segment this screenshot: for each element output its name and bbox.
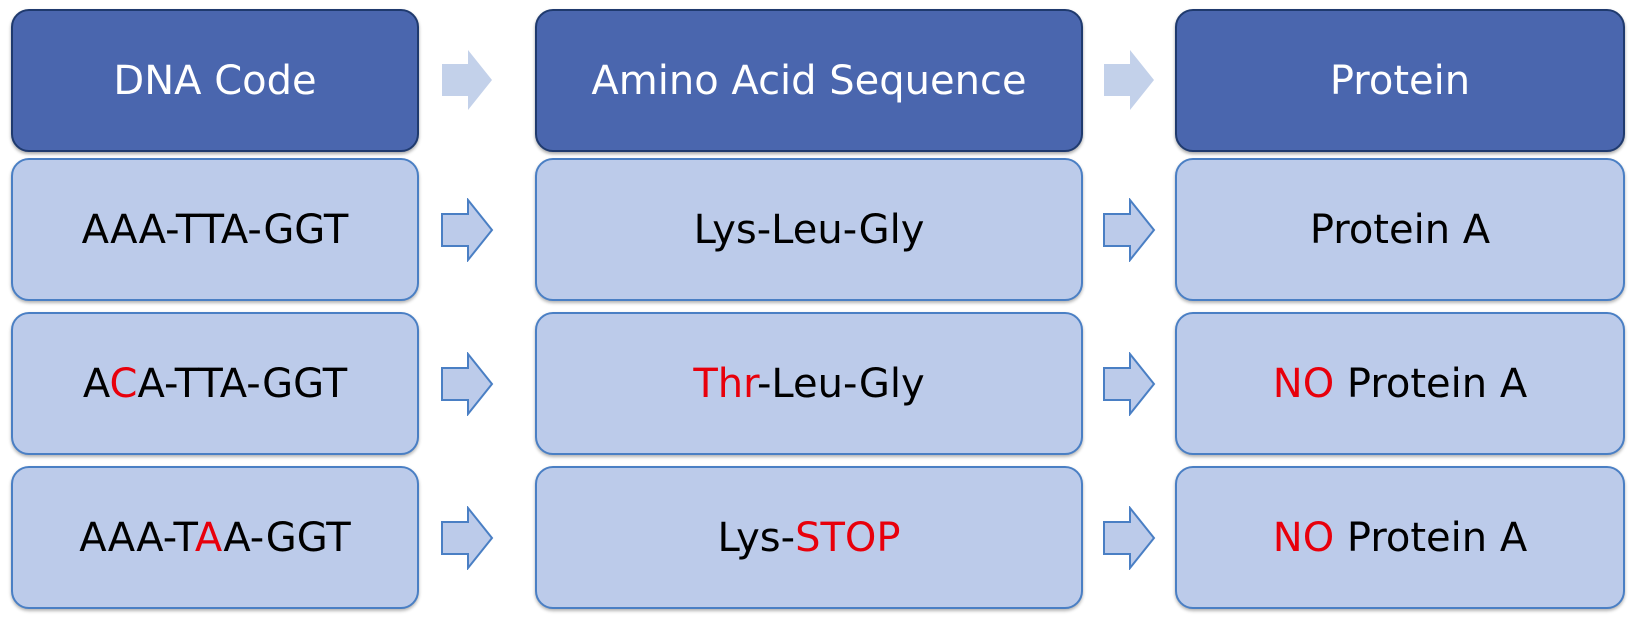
right-arrow-icon bbox=[441, 506, 494, 570]
dna-code-cell: AAA-TTA-GGT bbox=[11, 158, 419, 301]
amino-stop-highlight: STOP bbox=[795, 514, 901, 561]
dna-segment: A-GGT bbox=[223, 514, 351, 561]
dna-code-text: ACA-TTA-GGT bbox=[83, 361, 347, 407]
amino-acid-cell: Lys-Leu-Gly bbox=[535, 158, 1083, 301]
right-arrow-icon bbox=[1104, 50, 1154, 110]
amino-acid-cell: Lys-STOP bbox=[535, 466, 1083, 609]
protein-text: Protein A bbox=[1310, 207, 1490, 253]
header-dna-code-label: DNA Code bbox=[113, 57, 317, 104]
header-amino-acid-sequence-label: Amino Acid Sequence bbox=[591, 57, 1027, 104]
header-dna-code: DNA Code bbox=[11, 9, 419, 152]
right-arrow-icon bbox=[1103, 506, 1156, 570]
header-amino-acid-sequence: Amino Acid Sequence bbox=[535, 9, 1083, 152]
amino-acid-text: Lys-STOP bbox=[718, 515, 901, 561]
protein-segment: Protein A bbox=[1334, 360, 1528, 407]
protein-cell: NO Protein A bbox=[1175, 466, 1625, 609]
dna-code-text: AAA-TAA-GGT bbox=[79, 515, 350, 561]
amino-acid-text: Thr-Leu-Gly bbox=[693, 361, 924, 407]
amino-segment: -Leu-Gly bbox=[757, 360, 925, 407]
protein-segment: Protein A bbox=[1309, 206, 1491, 253]
amino-acid-cell: Thr-Leu-Gly bbox=[535, 312, 1083, 455]
right-arrow-icon bbox=[441, 352, 494, 416]
dna-segment: AAA-T bbox=[79, 514, 195, 561]
protein-text: NO Protein A bbox=[1273, 361, 1527, 407]
protein-no-highlight: NO bbox=[1272, 514, 1335, 561]
right-arrow-icon bbox=[1103, 352, 1156, 416]
dna-segment: AAA-TTA-GGT bbox=[81, 206, 349, 253]
protein-segment: Protein A bbox=[1334, 514, 1528, 561]
protein-cell: Protein A bbox=[1175, 158, 1625, 301]
protein-no-highlight: NO bbox=[1272, 360, 1335, 407]
right-arrow-icon bbox=[441, 198, 494, 262]
header-protein: Protein bbox=[1175, 9, 1625, 152]
dna-segment: A-TTA-GGT bbox=[137, 360, 348, 407]
dna-code-cell: ACA-TTA-GGT bbox=[11, 312, 419, 455]
dna-mutation-highlight: A bbox=[194, 514, 224, 561]
amino-segment: Lys-Leu-Gly bbox=[693, 206, 925, 253]
amino-segment: Lys- bbox=[717, 514, 796, 561]
right-arrow-icon bbox=[1103, 198, 1156, 262]
header-protein-label: Protein bbox=[1329, 57, 1471, 104]
protein-cell: NO Protein A bbox=[1175, 312, 1625, 455]
protein-text: NO Protein A bbox=[1273, 515, 1527, 561]
dna-mutation-highlight: C bbox=[109, 360, 138, 407]
amino-acid-text: Lys-Leu-Gly bbox=[694, 207, 925, 253]
dna-segment: A bbox=[82, 360, 110, 407]
dna-code-cell: AAA-TAA-GGT bbox=[11, 466, 419, 609]
amino-mutation-highlight: Thr bbox=[693, 360, 757, 407]
dna-code-text: AAA-TTA-GGT bbox=[82, 207, 349, 253]
right-arrow-icon bbox=[442, 50, 492, 110]
